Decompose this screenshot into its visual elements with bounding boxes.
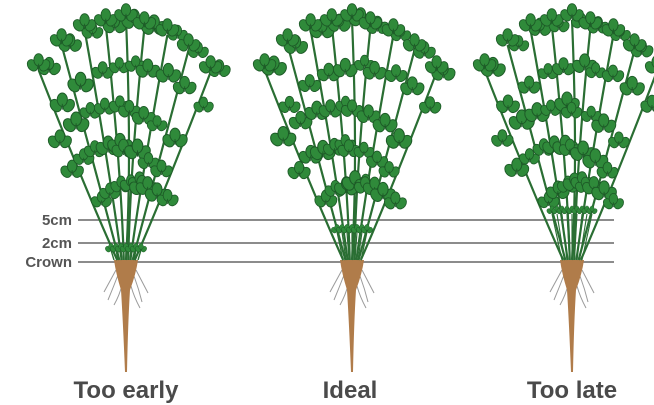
plant-ideal	[251, 4, 457, 372]
crown-shoots	[104, 243, 147, 260]
level-label-crown: Crown	[25, 254, 72, 271]
level-label-5cm: 5cm	[42, 212, 72, 229]
leaves	[25, 4, 232, 209]
leaf	[161, 128, 190, 149]
leaf	[643, 56, 654, 75]
crown-shoots	[546, 206, 598, 260]
plants	[25, 4, 654, 372]
leaves	[471, 4, 654, 211]
leaves	[251, 4, 457, 211]
panel-label-too-early: Too early	[74, 377, 180, 404]
stem	[265, 70, 344, 260]
leaf	[48, 93, 77, 114]
crown-shoots	[330, 224, 373, 260]
leaf	[489, 130, 515, 149]
panel-label-ideal: Ideal	[323, 377, 378, 404]
plant-too-late	[471, 4, 654, 372]
level-label-2cm: 2cm	[42, 235, 72, 252]
plant-too-early	[25, 4, 232, 372]
panel-label-too-late: Too late	[527, 377, 617, 404]
